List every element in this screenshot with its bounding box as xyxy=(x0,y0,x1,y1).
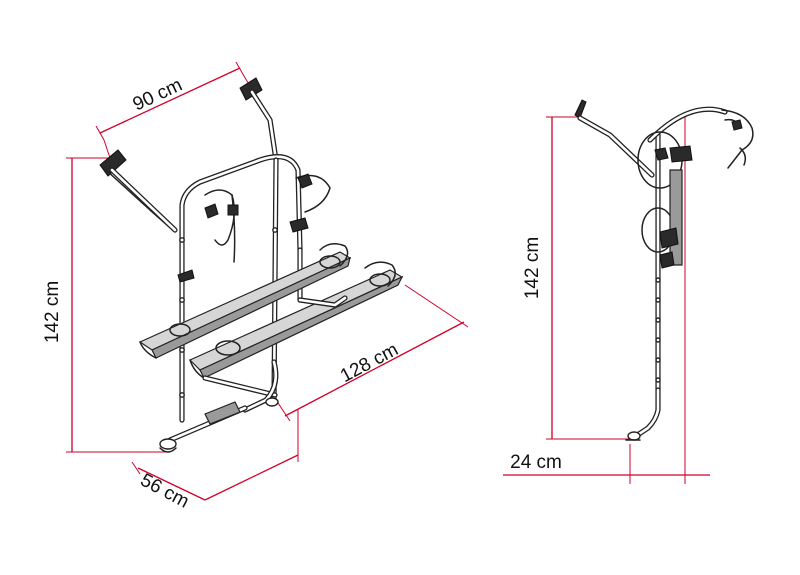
frame-clamp-upper xyxy=(204,173,331,263)
dimension-height-side: 142 cm xyxy=(522,116,634,440)
side-rail-clamps xyxy=(637,131,693,269)
side-top-arm xyxy=(574,99,655,178)
top-bracket-left xyxy=(99,149,178,233)
dimension-width-top: 90 cm xyxy=(95,61,251,159)
side-hoop xyxy=(647,106,754,169)
dimension-depth-side: 24 cm xyxy=(503,117,710,484)
side-post xyxy=(655,132,661,393)
rail-straps xyxy=(169,255,391,356)
bike-rail-front xyxy=(138,243,352,359)
top-bracket-right xyxy=(239,77,279,163)
side-foot xyxy=(625,387,661,441)
label-depth-bottom: 56 cm xyxy=(137,470,193,513)
label-height-front: 142 cm xyxy=(42,281,63,343)
label-width-top: 90 cm xyxy=(130,75,186,116)
dimension-depth-bottom: 56 cm xyxy=(131,410,299,513)
dimension-length-rails: 128 cm xyxy=(275,284,469,422)
bottom-support xyxy=(159,397,279,453)
bike-rail-rear xyxy=(188,261,404,379)
label-length-rails: 128 cm xyxy=(337,339,402,387)
side-view: 142 cm 24 cm xyxy=(503,99,754,484)
label-depth-side: 24 cm xyxy=(510,452,562,473)
front-view: 90 cm 142 cm 128 cm 56 cm xyxy=(42,61,469,513)
label-height-side: 142 cm xyxy=(522,237,543,299)
dimension-height-front: 142 cm xyxy=(42,157,170,453)
